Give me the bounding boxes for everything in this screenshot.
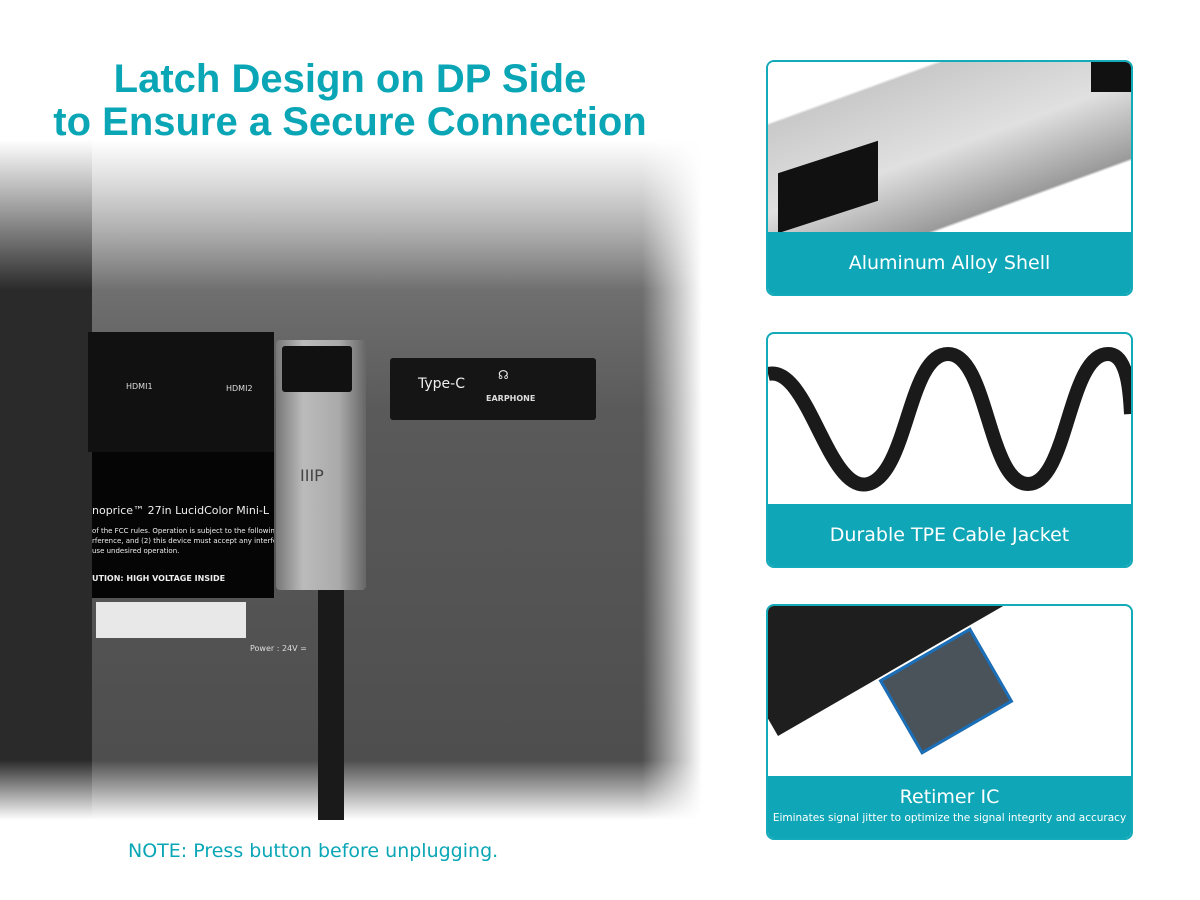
- coil-drawing: [768, 346, 1131, 492]
- circuit-board-image: [768, 606, 1131, 778]
- label-text: of the FCC rules. Operation is subject t…: [92, 526, 274, 556]
- feature-caption: Aluminum Alloy Shell: [848, 252, 1051, 274]
- feature-caption-band: Aluminum Alloy Shell: [768, 232, 1131, 294]
- feature-caption-band: Durable TPE Cable Jacket: [768, 504, 1131, 566]
- aluminum-shell-image: [768, 62, 1131, 234]
- fade-overlay-right: [642, 140, 702, 820]
- type-c-label: Type-C: [418, 376, 465, 392]
- product-photo: HDMI1 HDMI2 Type-C ☊ EARPHONE noprice™ 2…: [0, 140, 702, 820]
- label-title: noprice™ 27in LucidColor Mini-L: [92, 504, 269, 517]
- hdmi2-label: HDMI2: [226, 384, 253, 393]
- label-blank: [96, 602, 246, 638]
- hdmi1-label: HDMI1: [126, 382, 153, 391]
- feature-panel-shell: Aluminum Alloy Shell: [766, 60, 1133, 296]
- headline-line-1: Latch Design on DP Side: [113, 57, 587, 101]
- port-strip-right: Type-C ☊ EARPHONE: [390, 358, 596, 420]
- earphone-label: EARPHONE: [486, 394, 536, 403]
- power-text: Power : 24V =: [250, 644, 307, 653]
- caution-text: UTION: HIGH VOLTAGE INSIDE: [92, 574, 226, 583]
- headline: Latch Design on DP Side to Ensure a Secu…: [0, 58, 700, 144]
- rating-label: noprice™ 27in LucidColor Mini-L of the F…: [92, 452, 274, 598]
- feature-caption: Retimer IC: [899, 786, 1000, 808]
- headphone-icon: ☊: [498, 368, 509, 382]
- feature-panel-cable: Durable TPE Cable Jacket: [766, 332, 1133, 568]
- cable: [318, 590, 344, 820]
- feature-subcaption: Eiminates signal jitter to optimize the …: [772, 812, 1127, 824]
- headline-line-2: to Ensure a Secure Connection: [53, 100, 647, 144]
- label-line: of the FCC rules. Operation is subject t…: [92, 527, 274, 535]
- label-line: use undesired operation.: [92, 547, 180, 555]
- cable-end: [1091, 62, 1131, 92]
- feature-caption: Durable TPE Cable Jacket: [829, 524, 1070, 546]
- port-strip: HDMI1 HDMI2: [88, 332, 274, 452]
- coiled-cable-image: [768, 334, 1131, 506]
- fade-overlay-bottom: [0, 760, 702, 820]
- plug-logo: IIIP: [300, 466, 324, 485]
- feature-caption-band: Retimer IC Eiminates signal jitter to op…: [768, 776, 1131, 838]
- latch-button: [282, 346, 352, 392]
- note-text: NOTE: Press button before unplugging.: [128, 840, 499, 862]
- latch-closeup: [778, 140, 878, 234]
- fade-overlay-top: [0, 140, 702, 290]
- label-line: rference, and (2) this device must accep…: [92, 537, 274, 545]
- feature-panel-ic: Retimer IC Eiminates signal jitter to op…: [766, 604, 1133, 840]
